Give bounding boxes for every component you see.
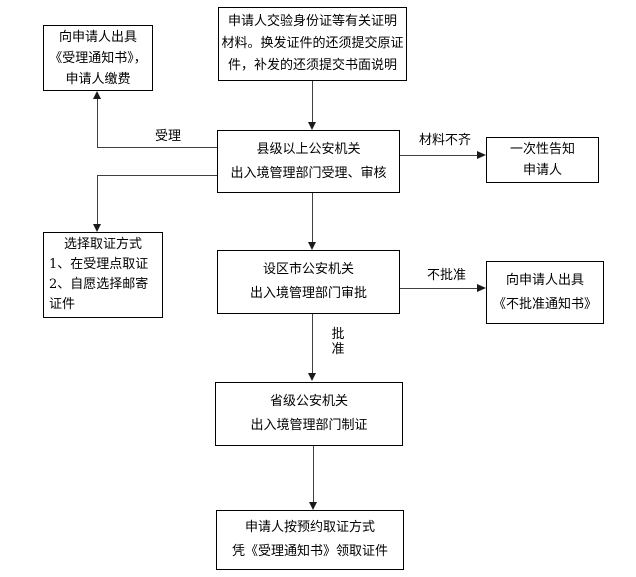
node-text-line: 县级以上公安机关 xyxy=(256,141,361,157)
node-text-line: 件，补发的还须提交书面说明 xyxy=(227,58,397,73)
node-choose-collection-method: 选择取证方式 1、在受理点取证 2、自愿选择邮寄 证件 xyxy=(43,232,163,318)
node-text-line: 向申请人出具 xyxy=(505,272,584,288)
node-text-line: 申请人缴费 xyxy=(65,71,131,87)
edge-county-to-acceptance-notice xyxy=(97,99,98,147)
node-text-line: 出入境管理部门受理、审核 xyxy=(230,165,387,181)
node-text-line: 设区市公安机关 xyxy=(262,262,354,277)
edge-province-to-collect xyxy=(313,446,314,502)
node-text-line: 出入境管理部门制证 xyxy=(250,418,368,433)
arrowhead-down-icon xyxy=(93,224,101,232)
node-text-line: 1、在受理点取证 xyxy=(49,257,149,272)
node-text-line: 《受理通知书》， xyxy=(49,50,147,66)
node-issue-rejection-notice: 向申请人出具 《不批准通知书》 xyxy=(486,261,604,324)
arrowhead-down-icon xyxy=(308,373,316,381)
edge-submit-to-county xyxy=(312,81,313,122)
arrowhead-down-icon xyxy=(309,502,317,510)
arrowhead-right-icon xyxy=(477,151,486,159)
node-text-line: 2、自愿选择邮寄 xyxy=(49,277,149,292)
node-text-line: 《不批准通知书》 xyxy=(492,296,597,312)
node-text-line: 选择取证方式 xyxy=(63,237,142,252)
arrowhead-down-icon xyxy=(308,122,316,130)
node-text-line: 向申请人出具 xyxy=(58,29,137,45)
edge-city-to-province xyxy=(312,314,313,373)
edge-county-to-acceptance-notice xyxy=(97,147,217,148)
node-province-produce-certificate: 省级公安机关 出入境管理部门制证 xyxy=(215,382,403,446)
edge-city-to-rejection-notice xyxy=(400,288,477,289)
node-city-approval: 设区市公安机关 出入境管理部门审批 xyxy=(217,250,400,314)
node-county-accept-review: 县级以上公安机关 出入境管理部门受理、审核 xyxy=(217,130,400,193)
node-text-line: 证件 xyxy=(49,297,76,312)
node-text-line: 材料。换发证件的还须提交原证 xyxy=(221,36,404,51)
edge-label-materials-incomplete: 材料不齐 xyxy=(419,133,472,148)
node-collect-certificate: 申请人按预约取证方式 凭《受理通知书》领取证件 xyxy=(216,510,404,570)
node-text-line: 一次性告知 xyxy=(509,142,575,157)
node-submit-materials: 申请人交验身份证等有关证明 材料。换发证件的还须提交原证 件，补发的还须提交书面… xyxy=(218,7,407,81)
node-text-line: 申请人按预约取证方式 xyxy=(244,520,375,535)
edge-label-not-approved: 不批准 xyxy=(427,268,467,283)
arrowhead-down-icon xyxy=(308,242,316,250)
edge-county-to-choose-method xyxy=(97,175,217,176)
node-issue-acceptance-notice: 向申请人出具 《受理通知书》， 申请人缴费 xyxy=(43,25,153,91)
arrowhead-right-icon xyxy=(477,284,486,292)
edge-county-to-choose-method xyxy=(97,175,98,224)
arrowhead-up-icon xyxy=(93,91,101,99)
node-text-line: 出入境管理部门审批 xyxy=(249,286,367,301)
node-text-line: 凭《受理通知书》领取证件 xyxy=(231,544,388,559)
node-text-line: 省级公安机关 xyxy=(269,394,348,409)
node-inform-applicant-once: 一次性告知 申请人 xyxy=(486,137,599,183)
edge-label-accepted: 受理 xyxy=(155,129,182,144)
edge-label-approved: 批准 xyxy=(331,327,345,357)
node-text-line: 申请人 xyxy=(522,163,562,178)
edge-county-to-inform-once xyxy=(400,155,477,156)
edge-county-to-city xyxy=(312,193,313,242)
node-text-line: 申请人交验身份证等有关证明 xyxy=(227,14,397,29)
